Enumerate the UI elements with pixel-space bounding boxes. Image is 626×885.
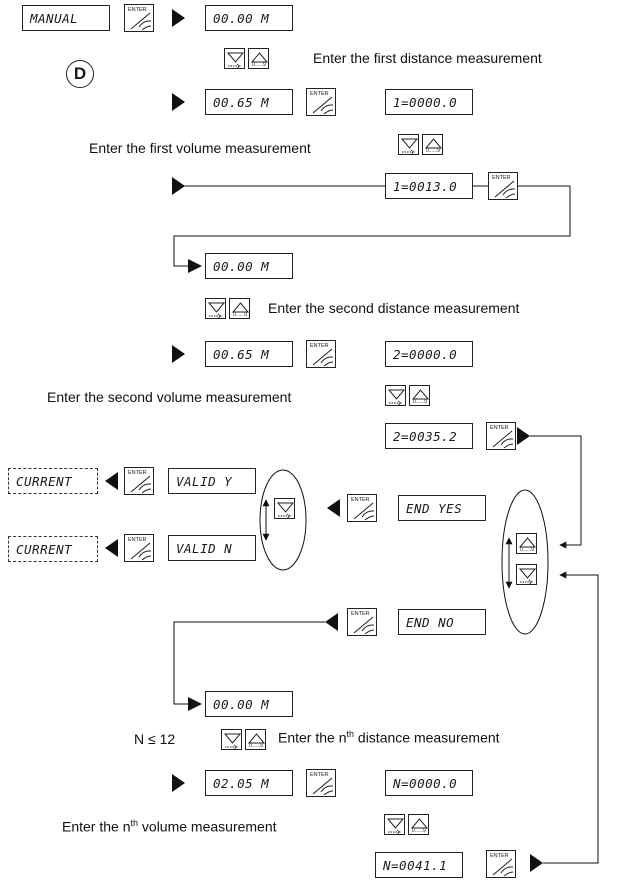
up-arrow-key[interactable]: 0......9 xyxy=(248,48,269,69)
display-distance-2-value: 00.65 M xyxy=(205,341,293,367)
enter-button[interactable]: ENTER xyxy=(347,494,377,522)
caption-second-volume: Enter the second volume measurement xyxy=(47,389,292,405)
display-current-y: CURRENT xyxy=(8,468,98,494)
oval-bracket-left xyxy=(259,469,307,571)
up-arrow-key[interactable]: 0......9 xyxy=(245,729,266,750)
down-arrow-key[interactable] xyxy=(205,298,226,319)
display-valid-n: VALID N xyxy=(168,535,256,561)
down-arrow-key[interactable] xyxy=(224,48,245,69)
display-volume-1: 1=0000.0 xyxy=(385,89,473,115)
down-arrow-key[interactable] xyxy=(398,134,419,155)
caption-first-volume: Enter the first volume measurement xyxy=(89,140,311,156)
display-manual: MANUAL xyxy=(22,5,110,31)
down-arrow-key[interactable] xyxy=(516,564,537,585)
caption-nth-distance: Enter the nth distance measurement xyxy=(278,729,500,746)
up-arrow-key[interactable]: 0......9 xyxy=(516,533,537,554)
display-volume-1-value: 1=0013.0 xyxy=(385,173,473,199)
enter-button[interactable]: ENTER xyxy=(124,467,154,495)
enter-button[interactable]: ENTER xyxy=(124,534,154,562)
display-distance-1-value: 00.65 M xyxy=(205,89,293,115)
down-arrow-key[interactable] xyxy=(274,498,295,519)
enter-button[interactable]: ENTER xyxy=(486,422,516,450)
up-arrow-key[interactable]: 0......9 xyxy=(408,814,429,835)
caption-second-distance: Enter the second distance measurement xyxy=(268,300,520,316)
enter-button[interactable]: ENTER xyxy=(306,340,336,368)
enter-button[interactable]: ENTER xyxy=(306,88,336,116)
display-distance-2: 00.00 M xyxy=(205,253,293,279)
caption-n-limit: N ≤ 12 xyxy=(134,731,176,747)
connector-line xyxy=(530,435,582,549)
connector-line xyxy=(543,571,599,864)
enter-button[interactable]: ENTER xyxy=(306,769,336,797)
display-current-n: CURRENT xyxy=(8,536,98,562)
display-valid-y: VALID Y xyxy=(168,468,256,494)
display-volume-2-value: 2=0035.2 xyxy=(385,423,473,449)
enter-button[interactable]: ENTER xyxy=(486,850,516,878)
display-distance-1: 00.00 M xyxy=(205,5,293,31)
display-end-yes: END YES xyxy=(398,495,486,521)
section-badge: D xyxy=(66,60,94,88)
display-end-no: END NO xyxy=(398,609,486,635)
display-volume-n-value: N=0041.1 xyxy=(375,852,463,878)
down-arrow-key[interactable] xyxy=(221,729,242,750)
display-volume-n: N=0000.0 xyxy=(385,770,473,796)
down-arrow-key[interactable] xyxy=(385,385,406,406)
caption-first-distance: Enter the first distance measurement xyxy=(313,50,542,66)
up-arrow-key[interactable]: 0......9 xyxy=(422,134,443,155)
oval-bracket-right xyxy=(501,489,549,635)
enter-button[interactable]: ENTER xyxy=(488,172,518,200)
up-arrow-key[interactable]: 0......9 xyxy=(409,385,430,406)
display-volume-2: 2=0000.0 xyxy=(385,341,473,367)
down-arrow-key[interactable] xyxy=(384,814,405,835)
enter-button[interactable]: ENTER xyxy=(124,4,154,32)
connector-line xyxy=(173,186,571,267)
connector-line xyxy=(173,621,325,705)
display-distance-n-value: 02.05 M xyxy=(205,770,293,796)
display-distance-n: 00.00 M xyxy=(205,691,293,717)
caption-nth-volume: Enter the nth volume measurement xyxy=(62,818,277,835)
enter-button[interactable]: ENTER xyxy=(347,608,377,636)
up-arrow-key[interactable]: 0......9 xyxy=(229,298,250,319)
flow-arrowheads xyxy=(105,9,543,872)
